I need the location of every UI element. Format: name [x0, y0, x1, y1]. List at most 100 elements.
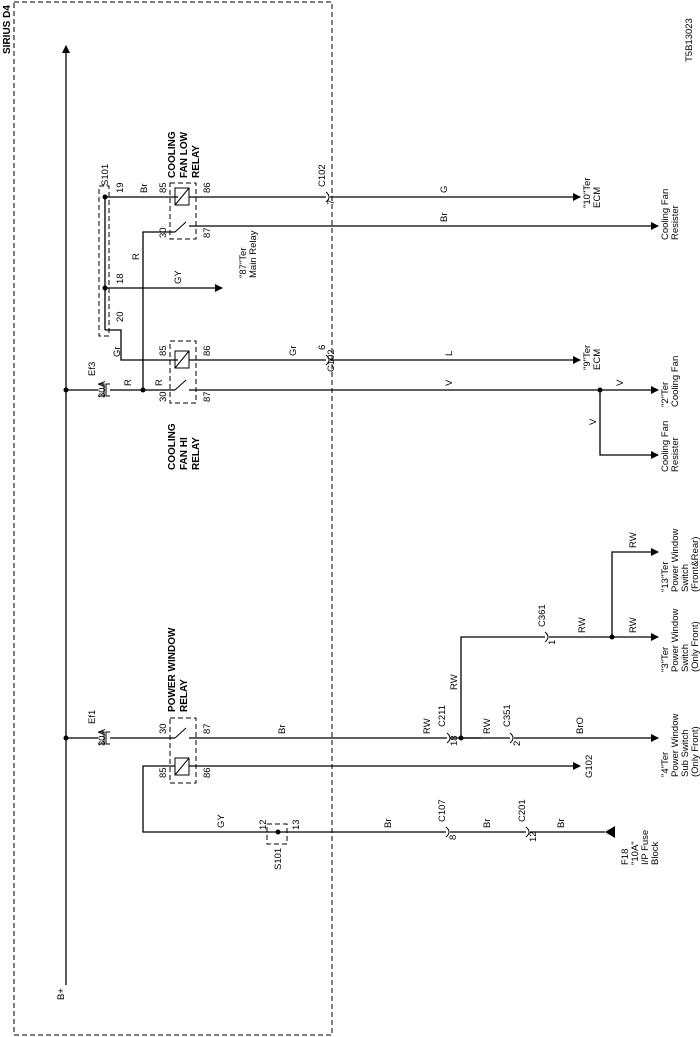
wire-label-v-3: V — [588, 418, 599, 425]
c351-label: C351 — [502, 704, 513, 727]
c102-label-1: C102 — [317, 164, 328, 187]
f18-arrow — [605, 826, 615, 838]
ef3-rating: 30A — [97, 380, 108, 398]
wire-label-rw-4: RW — [577, 617, 588, 633]
c351-connector — [509, 732, 514, 744]
low-pin-86: 86 — [202, 182, 213, 193]
pw-pin-30: 30 — [158, 723, 169, 734]
wire-label-br-3: Br — [277, 725, 288, 735]
c211-label: C211 — [437, 705, 448, 727]
wire-label-r-1: R — [123, 379, 134, 386]
c201-label: C201 — [517, 799, 528, 822]
fan-resister-label-2: Cooling FanResister — [660, 421, 681, 472]
wire-label-br-1: Br — [139, 184, 150, 194]
wire-label-gy-1: GY — [173, 270, 184, 284]
c201-connector — [525, 826, 530, 838]
s101-lower-label: S101 — [273, 848, 284, 870]
wire-label-br-4: Br — [383, 819, 394, 829]
c351-pin-2: 2 — [512, 741, 523, 746]
cooling-fan-low-relay-box — [169, 182, 197, 240]
s101-lower-box — [266, 823, 288, 845]
wire-label-v-2: V — [615, 379, 626, 386]
ecm-10-label: "10"TerECM — [582, 177, 603, 208]
wire-label-br-2: Br — [439, 213, 450, 223]
pw-switch-13-label: "13"TerPower WindowSwitch(Front&Rear) — [660, 529, 700, 592]
c102-pin6-connector — [325, 354, 330, 366]
hi-pin-86: 86 — [202, 345, 213, 356]
power-window-relay-box — [169, 717, 197, 784]
wire-r-to-low30 — [142, 231, 175, 390]
low-relay-switch — [174, 221, 187, 233]
c361-label: C361 — [537, 604, 548, 627]
pw-pin-86: 86 — [202, 767, 213, 778]
ef1-fuse-symbol — [98, 731, 110, 745]
bplus-node-ef1 — [63, 735, 69, 741]
power-window-relay-label: POWER WINDOWRELAY — [167, 627, 190, 712]
diagram-title: SIRIUS D4 — [2, 5, 13, 54]
wire-label-gr-2: Gr — [288, 345, 299, 356]
wire-label-rw-1: RW — [422, 718, 433, 734]
s101-upper-box — [98, 185, 110, 337]
fan-resister-label-1: Cooling FanResister — [660, 189, 681, 240]
pin-13: 13 — [291, 819, 302, 830]
c102-pin-6: 6 — [317, 345, 328, 350]
cooling-fan-hi-relay-box — [169, 340, 197, 404]
wire-label-rw-5: RW — [628, 617, 639, 633]
wire-label-br-5: Br — [482, 819, 493, 829]
wire-label-gy-2: GY — [216, 814, 227, 828]
c107-label: C107 — [437, 799, 448, 822]
wire-label-br-6: Br — [556, 819, 567, 829]
pw-relay-coil-slash — [174, 757, 190, 776]
wire-v-fan-resister-2 — [599, 390, 659, 459]
pw-pin-85: 85 — [158, 767, 169, 778]
pw-switch-3-label: "3"TerPower WindowSwitch(Only Front) — [660, 609, 700, 672]
g102-label: G102 — [584, 755, 595, 778]
c361-pin-1: 1 — [547, 640, 558, 645]
pw-pin-87: 87 — [202, 723, 213, 734]
c102-label-2: C102 — [326, 349, 337, 372]
wire-gr-s101-hi85 — [105, 329, 178, 361]
low-pin-85: 85 — [158, 182, 169, 193]
hi-pin-30: 30 — [158, 391, 169, 402]
diagram-code: T5B13023 — [684, 18, 695, 62]
c361-connector — [544, 631, 549, 643]
ef1-rating: 30A — [97, 728, 108, 746]
hi-relay-switch — [174, 379, 187, 391]
wire-label-r-2: R — [131, 253, 142, 260]
hi-pin-87: 87 — [202, 391, 213, 402]
ef1-label: Ef1 — [87, 710, 98, 724]
wire-rw-pw-switch-13 — [611, 548, 659, 637]
c102-pin-7: 7 — [326, 200, 337, 205]
wire-label-rw-6: RW — [628, 532, 639, 548]
wire-label-v-1: V — [444, 379, 455, 386]
main-relay-label: "87"TerMain Relay — [238, 230, 259, 278]
wire-rw-to-c361 — [460, 636, 545, 738]
cooling-fan-label: "2"TerCooling Fan — [660, 356, 681, 407]
low-pin-30: 30 — [158, 227, 169, 238]
s101-upper-label: S101 — [100, 164, 111, 186]
pw-relay-switch — [174, 727, 187, 739]
hi-pin-85: 85 — [158, 345, 169, 356]
pw-sub-switch-4-label: "4"TerPower WindowSub Switch(Only Front) — [660, 714, 700, 777]
wire-label-r-3: R — [154, 379, 165, 386]
ef3-fuse-symbol — [98, 383, 110, 397]
ecm-9-label: "9"TerECM — [582, 345, 603, 370]
pin-20: 20 — [115, 311, 126, 322]
wire-label-gr-1: Gr — [112, 346, 123, 357]
hi-relay-coil-slash — [174, 350, 190, 369]
c102-pin7-connector — [325, 191, 330, 203]
f18-label: F18"10A"I/P FuseBlock — [620, 830, 661, 865]
wire-label-rw-2: RW — [449, 674, 460, 690]
wire-gy-pw85-s101 — [142, 765, 278, 833]
c201-pin-12: 12 — [528, 831, 539, 842]
wire-label-bro: BrO — [575, 717, 586, 734]
pin-12: 12 — [258, 819, 269, 830]
ef3-label: Ef3 — [87, 362, 98, 376]
c211-connector — [446, 732, 451, 744]
c107-connector — [445, 826, 450, 838]
bplus-node-ef3 — [63, 387, 69, 393]
low-pin-87: 87 — [202, 227, 213, 238]
cooling-fan-low-relay-label: COOLINGFAN LOWRELAY — [167, 131, 202, 178]
pin-18: 18 — [115, 273, 126, 284]
